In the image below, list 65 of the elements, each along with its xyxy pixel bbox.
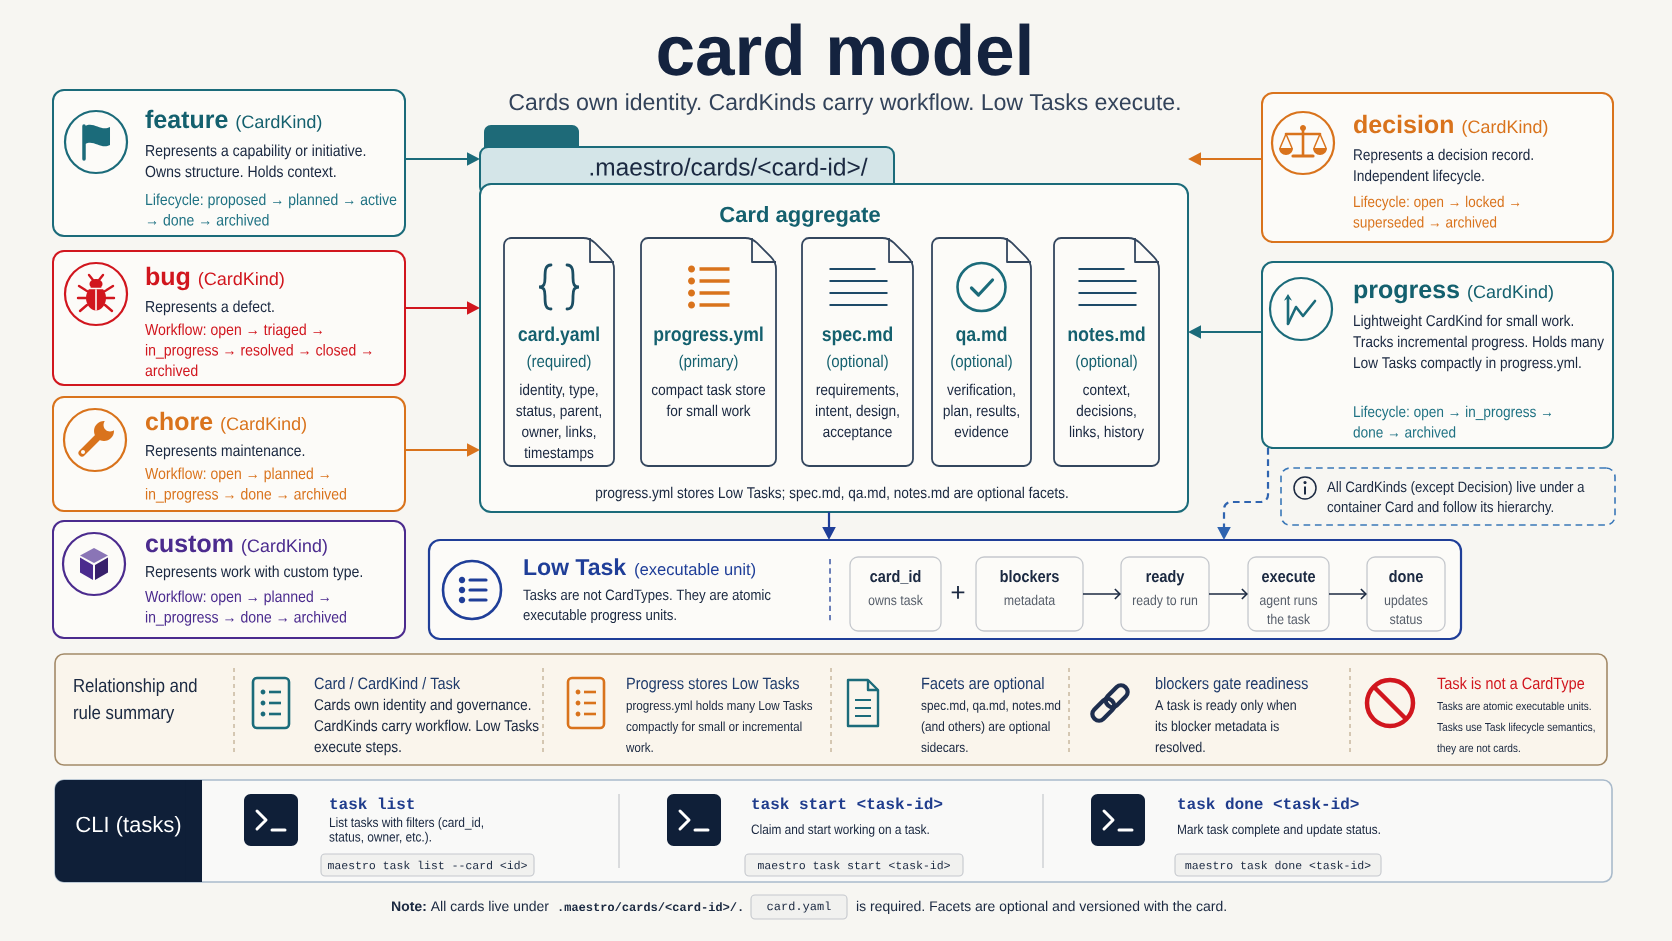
note-text: is required. Facets are optional and versioned with the card. xyxy=(856,900,1226,914)
description: Represents maintenance. xyxy=(146,444,305,460)
step-box: done updates status xyxy=(1366,556,1446,632)
rule-title: Card / CardKind / Task xyxy=(314,677,461,690)
kind-label: (CardKind) xyxy=(198,271,284,289)
kind-label: (CardKind) xyxy=(221,416,306,434)
command-title: task start <task-id> xyxy=(752,797,943,810)
lifecycle-text: Lifecycle: open → in_progress → done → archived xyxy=(1353,405,1551,438)
kind-label: (CardKind) xyxy=(1468,284,1553,302)
lifecycle-text: Workflow: open → triaged → in_progress → resolved → closed → archived xyxy=(145,323,372,377)
card-title: progress xyxy=(1354,284,1459,304)
rule-title: Facets are optional xyxy=(922,677,1044,693)
folder-path: .maestro/cards/<card-id>/ xyxy=(590,157,868,176)
rule-title: Task is not a CardType xyxy=(1437,677,1585,693)
note-text: Note: All cards live under xyxy=(392,900,549,912)
card-title: bug xyxy=(146,266,190,291)
card-title: decision xyxy=(1354,114,1453,134)
info-note: All CardKinds (except Decision) live under a container Card and follow its hierarchy. xyxy=(1280,467,1616,526)
code-box: maestro task list --card <id> xyxy=(320,853,535,877)
lifecycle-text: Workflow: open → planned → in_progress → done → archived xyxy=(145,590,346,626)
card-title: custom xyxy=(146,535,233,553)
description: Lightweight CardKind for small work. Tracks incremental progress. Holds many Low Tasks compactly in progress.yml. xyxy=(1353,314,1604,372)
card-title: feature xyxy=(145,109,228,129)
subtitle: Cards own identity. CardKinds carry workflow. Low Tasks execute. xyxy=(509,93,1180,115)
command-description: List tasks with filters (card_id, status, owner, etc.). xyxy=(329,817,483,845)
description: Tasks are not CardTypes. They are atomic executable progress units. xyxy=(523,589,771,624)
arrow xyxy=(1208,588,1248,600)
rule-text: spec.md, qa.md, notes.md (and others) are optional sidecars. xyxy=(921,700,1061,753)
kind-label: (CardKind) xyxy=(1462,119,1548,137)
rule-text: Cards own identity and governance. CardKinds carry workflow. Low Tasks execute steps. xyxy=(314,698,539,756)
step-box: card_id owns task xyxy=(849,556,942,632)
panel-title: Low Task xyxy=(524,558,627,576)
step-box: blockers metadata xyxy=(975,556,1084,632)
panel-subtitle: (executable unit) xyxy=(635,563,756,579)
code-box: maestro task done <task-id> xyxy=(1174,853,1382,877)
kind-label: (CardKind) xyxy=(242,538,327,556)
description: Represents a defect. xyxy=(146,300,274,316)
command-description: Claim and start working on a task. xyxy=(751,824,929,837)
description: Represents a decision record. Independent lifecycle. xyxy=(1354,148,1533,185)
arrow xyxy=(1328,588,1367,600)
command-title: task list xyxy=(330,797,414,810)
step-box: execute agent runs the task xyxy=(1247,556,1330,632)
plus-sign: + xyxy=(951,586,965,599)
kind-label: (CardKind) xyxy=(236,114,322,132)
rule-title: blockers gate readiness xyxy=(1155,677,1308,693)
description: Represents work with custom type. xyxy=(146,565,362,581)
lifecycle-text: Lifecycle: open → locked → superseded → archived xyxy=(1353,195,1520,231)
title: card model xyxy=(658,23,1030,76)
cli-label: CLI (tasks) xyxy=(55,780,202,882)
command-description: Mark task complete and update status. xyxy=(1178,824,1380,837)
command-title: task done <task-id> xyxy=(1178,797,1359,810)
lifecycle-text: Workflow: open → planned → in_progress → done → archived xyxy=(145,467,346,503)
panel-heading: Relationship and rule summary xyxy=(74,678,197,723)
code-path: .maestro/cards/<card-id>/. xyxy=(559,902,742,912)
lifecycle-text: Lifecycle: proposed → planned → active → done → archived xyxy=(146,193,397,226)
arrow xyxy=(1082,588,1121,600)
code-box: maestro task start <task-id> xyxy=(744,853,964,877)
rule-title: Progress stores Low Tasks xyxy=(627,677,800,693)
code-chip: card.yaml xyxy=(750,894,848,920)
card-title: chore xyxy=(146,411,213,431)
description: Represents a capability or initiative. Owns structure. Holds context. xyxy=(145,144,366,178)
rule-text: progress.yml holds many Low Tasks compactly for small or incremental work. xyxy=(626,700,813,753)
step-box: ready ready to run xyxy=(1120,556,1210,632)
rule-text: Tasks are atomic executable units. Tasks use Task lifecycle semantics, they are not cards. xyxy=(1437,701,1595,755)
rule-text: A task is ready only when its blocker metadata is resolved. xyxy=(1155,699,1296,753)
